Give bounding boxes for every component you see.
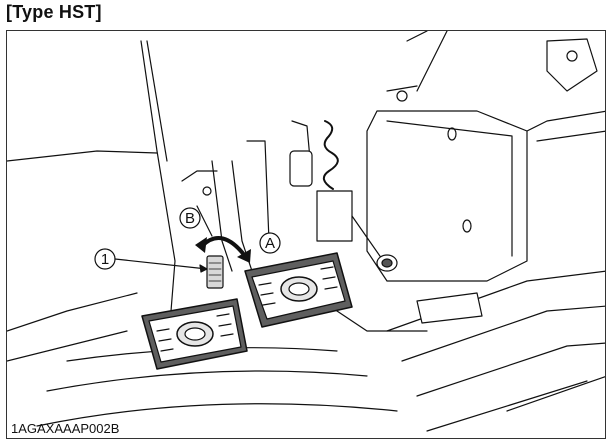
reverse-pedal — [141, 298, 248, 370]
direction-arrow — [195, 236, 251, 263]
upper-bracket — [386, 38, 598, 102]
figure-code: 1AGAXAAAP002B — [11, 421, 120, 436]
illustration-frame: 1 B A 1AGAXAAAP002B — [6, 30, 606, 439]
forward-pedal — [244, 252, 353, 328]
callout-1: 1 — [94, 248, 208, 273]
callout-a-label: A — [265, 235, 275, 252]
pedal-illustration: 1 B A — [7, 31, 605, 432]
callout-b-label: B — [185, 210, 195, 227]
callout-b: B — [179, 207, 201, 229]
callout-a: A — [259, 232, 281, 254]
figure-heading: [Type HST] — [6, 2, 102, 22]
cabin-wall — [7, 40, 176, 362]
pedal-lock-lever — [206, 255, 224, 289]
step-cover-panel — [366, 31, 605, 282]
pedal-linkage — [181, 120, 398, 272]
callout-1-label: 1 — [101, 251, 109, 268]
